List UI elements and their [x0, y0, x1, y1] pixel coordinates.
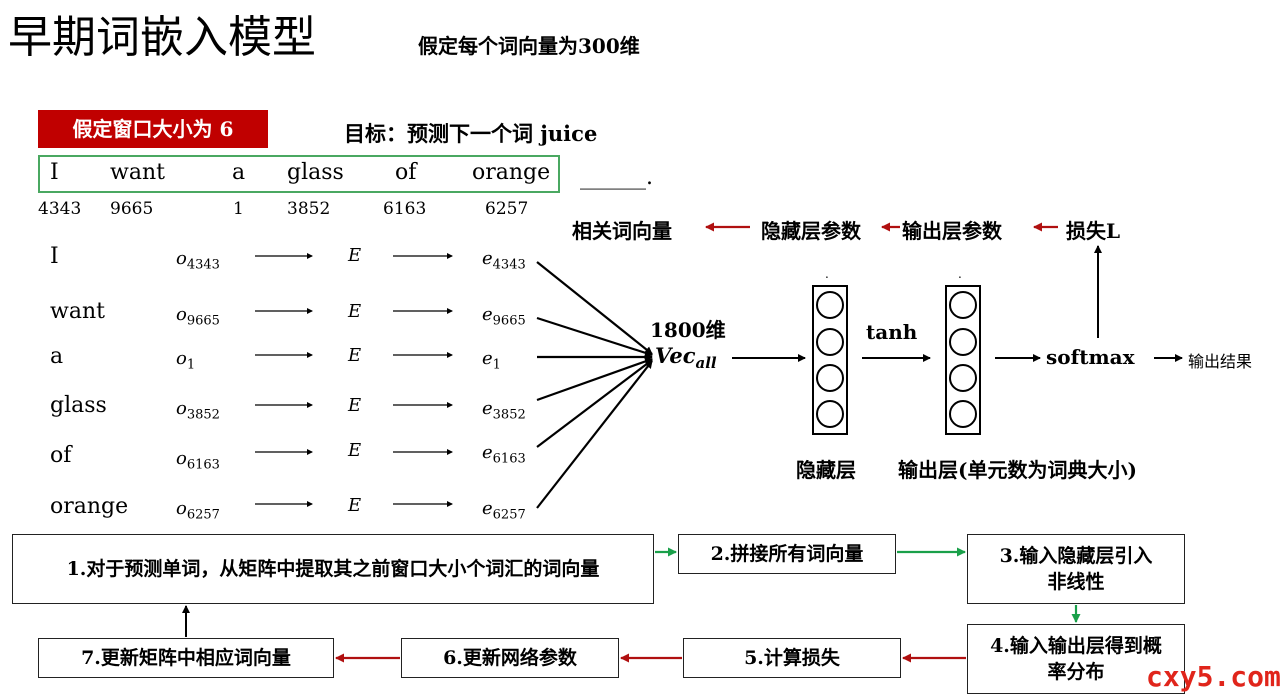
concat-arrow	[536, 359, 653, 448]
sentence-word: of	[395, 160, 417, 185]
one-hot-vector: o3852	[176, 398, 220, 423]
concat-arrow	[536, 357, 653, 402]
embedding-vector: e6163	[482, 442, 526, 467]
sentence-word: glass	[287, 160, 344, 185]
page-title: 早期词嵌入模型	[8, 12, 316, 63]
sentence-word: I	[50, 160, 59, 185]
row-word: I	[50, 244, 59, 269]
embedding-matrix: E	[348, 301, 362, 322]
step-1-box: 1.对于预测单词，从矩阵中提取其之前窗口大小个词汇的词向量	[12, 534, 654, 604]
output-neuron	[949, 364, 977, 392]
one-hot-vector: o6163	[176, 448, 220, 473]
word-index: 1	[233, 199, 244, 219]
embedding-matrix: E	[348, 395, 362, 416]
embedding-matrix: E	[348, 245, 362, 266]
concat-dim-label: 1800维	[650, 318, 726, 342]
word-index: 6163	[383, 199, 427, 219]
hidden-layer-label: 隐藏层	[796, 458, 856, 482]
word-index: 3852	[287, 199, 331, 219]
embedding-vector: e6257	[482, 498, 526, 523]
output-neuron	[949, 400, 977, 428]
embedding-matrix: E	[348, 495, 362, 516]
embedding-matrix: E	[348, 440, 362, 461]
hidden-neuron	[816, 291, 844, 319]
embedding-vector: e3852	[482, 398, 526, 423]
hidden-neuron	[816, 328, 844, 356]
concat-arrow	[536, 261, 653, 355]
watermark: cxy5.com	[1146, 660, 1281, 693]
step-4-box: 4.输入输出层得到概率分布	[967, 624, 1185, 694]
step-6-box: 6.更新网络参数	[401, 638, 619, 678]
output-neuron	[949, 291, 977, 319]
row-word: orange	[50, 494, 129, 519]
concat-vector-label: Vecall	[655, 343, 717, 373]
embedding-vector: e9665	[482, 304, 526, 329]
word-index: 4343	[38, 199, 82, 219]
sentence-box	[38, 155, 560, 193]
hidden-params-label: 隐藏层参数	[761, 219, 861, 243]
row-word: a	[50, 344, 64, 369]
sentence-word: want	[110, 160, 165, 185]
output-layer-dot: .	[958, 267, 962, 281]
step-5-box: 5.计算损失	[683, 638, 901, 678]
tanh-label: tanh	[866, 320, 918, 344]
loss-label: 损失L	[1066, 219, 1121, 243]
step-2-box: 2.拼接所有词向量	[678, 534, 896, 574]
one-hot-vector: o1	[176, 348, 196, 373]
step-3-box: 3.输入隐藏层引入非线性	[967, 534, 1185, 604]
output-neuron	[949, 328, 977, 356]
window-size-label: 假定窗口大小为 6	[38, 110, 268, 148]
row-word: want	[50, 299, 105, 324]
embedding-matrix: E	[348, 345, 362, 366]
hidden-neuron	[816, 400, 844, 428]
word-index: 9665	[110, 199, 154, 219]
concat-arrow	[536, 360, 653, 509]
sentence-word: a	[232, 160, 246, 185]
goal-text: 目标：预测下一个词 juice	[344, 121, 598, 146]
hidden-neuron	[816, 364, 844, 392]
blank-next-word: ______.	[580, 165, 653, 190]
embedding-vector: e4343	[482, 248, 526, 273]
output-result-label: 输出结果	[1188, 352, 1253, 371]
sentence-word: orange	[472, 160, 551, 185]
softmax-label: softmax	[1046, 345, 1135, 369]
hidden-layer-dot: .	[825, 267, 829, 281]
one-hot-vector: o4343	[176, 248, 220, 273]
concat-arrow	[536, 316, 653, 357]
step-7-box: 7.更新矩阵中相应词向量	[38, 638, 334, 678]
word-vectors-label: 相关词向量	[572, 219, 672, 243]
one-hot-vector: o6257	[176, 498, 220, 523]
word-index: 6257	[485, 199, 529, 219]
one-hot-vector: o9665	[176, 304, 220, 329]
output-layer-label: 输出层(单元数为词典大小)	[898, 458, 1137, 482]
row-word: of	[50, 443, 72, 468]
row-word: glass	[50, 393, 107, 418]
page-subtitle: 假定每个词向量为300维	[418, 34, 640, 58]
output-params-label: 输出层参数	[902, 219, 1002, 243]
embedding-vector: e1	[482, 348, 501, 373]
